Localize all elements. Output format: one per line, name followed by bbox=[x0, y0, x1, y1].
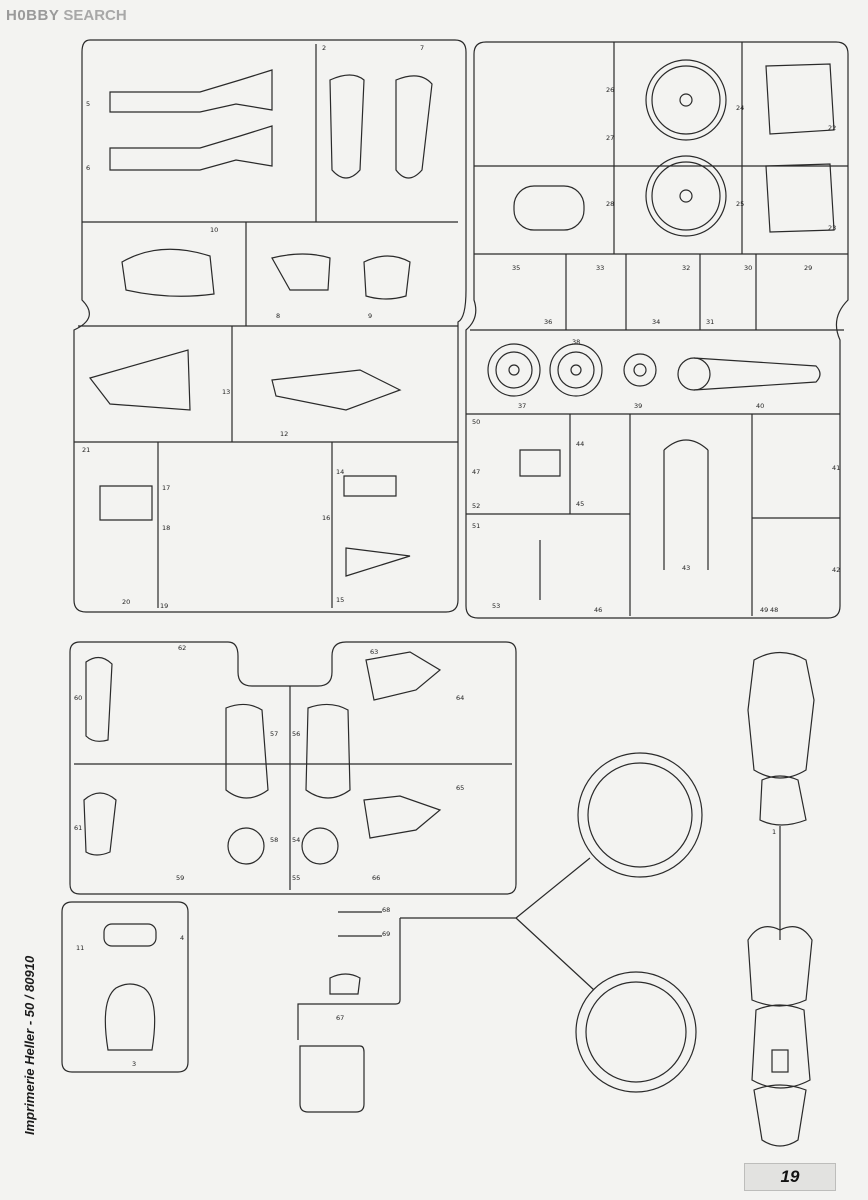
part-label-7: 7 bbox=[420, 44, 424, 52]
part-label-32: 32 bbox=[682, 264, 690, 272]
part-label-35: 35 bbox=[512, 264, 520, 272]
part-label-69: 69 bbox=[382, 930, 390, 938]
part-label-3: 3 bbox=[132, 1060, 136, 1068]
part-label-10: 10 bbox=[210, 226, 218, 234]
part-label-15: 15 bbox=[336, 596, 344, 604]
part-label-22: 22 bbox=[828, 124, 836, 132]
part-label-40: 40 bbox=[756, 402, 764, 410]
part-label-13: 13 bbox=[222, 388, 230, 396]
part-label-38: 38 bbox=[572, 338, 580, 346]
part-label-36: 36 bbox=[544, 318, 552, 326]
part-label-19: 19 bbox=[160, 602, 168, 610]
part-label-61: 61 bbox=[74, 824, 82, 832]
part-number-labels: 1 2 3 4 5 6 7 8 9 10 11 12 13 14 15 16 1… bbox=[74, 44, 840, 1068]
part-label-58: 58 bbox=[270, 836, 278, 844]
part-label-37: 37 bbox=[518, 402, 526, 410]
part-label-33: 33 bbox=[596, 264, 604, 272]
logo-text: SEARCH bbox=[63, 6, 127, 24]
part-label-45: 45 bbox=[576, 500, 584, 508]
part-label-27: 27 bbox=[606, 134, 614, 142]
part-label-56: 56 bbox=[292, 730, 300, 738]
part-label-49: 49 bbox=[760, 606, 768, 614]
part-label-44: 44 bbox=[576, 440, 584, 448]
part-label-14: 14 bbox=[336, 468, 344, 476]
part-label-62: 62 bbox=[178, 644, 186, 652]
part-label-68: 68 bbox=[382, 906, 390, 914]
part-label-5: 5 bbox=[86, 100, 90, 108]
part-label-64: 64 bbox=[456, 694, 464, 702]
part-label-18: 18 bbox=[162, 524, 170, 532]
part-label-42: 42 bbox=[832, 566, 840, 574]
part-label-1: 1 bbox=[772, 828, 776, 836]
part-label-43: 43 bbox=[682, 564, 690, 572]
part-label-39: 39 bbox=[634, 402, 642, 410]
part-label-55: 55 bbox=[292, 874, 300, 882]
part-label-20: 20 bbox=[122, 598, 130, 606]
part-label-46: 46 bbox=[594, 606, 602, 614]
sprue-frame-b bbox=[465, 41, 849, 619]
part-label-31: 31 bbox=[706, 318, 714, 326]
part-label-47: 47 bbox=[472, 468, 480, 476]
hobby-search-logo: H0BBY SEARCH bbox=[6, 4, 127, 26]
logo-mark: H0BBY bbox=[6, 6, 60, 24]
imprint-text: Imprimerie Heller - 50 / 80910 bbox=[22, 955, 37, 1135]
part-label-65: 65 bbox=[456, 784, 464, 792]
part-label-51: 51 bbox=[472, 522, 480, 530]
part-label-2: 2 bbox=[322, 44, 326, 52]
sprue-frame-c bbox=[69, 641, 517, 895]
part-label-50: 50 bbox=[472, 418, 480, 426]
part-label-67: 67 bbox=[336, 1014, 344, 1022]
part-label-34: 34 bbox=[652, 318, 660, 326]
part-label-21: 21 bbox=[82, 446, 90, 454]
part-label-25: 25 bbox=[736, 200, 744, 208]
page-number: 19 bbox=[744, 1163, 836, 1191]
part-label-63: 63 bbox=[370, 648, 378, 656]
part-label-4: 4 bbox=[180, 934, 184, 942]
part-label-41: 41 bbox=[832, 464, 840, 472]
part-label-53: 53 bbox=[492, 602, 500, 610]
sprue-frame-a bbox=[73, 39, 467, 613]
part-label-60: 60 bbox=[74, 694, 82, 702]
part-label-28: 28 bbox=[606, 200, 614, 208]
part-label-54: 54 bbox=[292, 836, 300, 844]
part-label-8: 8 bbox=[276, 312, 280, 320]
part-label-11: 11 bbox=[76, 944, 84, 952]
part-label-66: 66 bbox=[372, 874, 380, 882]
sprue-frame-d bbox=[61, 901, 189, 1073]
part-label-48: 48 bbox=[770, 606, 778, 614]
part-label-9: 9 bbox=[368, 312, 372, 320]
part-label-57: 57 bbox=[270, 730, 278, 738]
part-label-23: 23 bbox=[828, 224, 836, 232]
part-label-12: 12 bbox=[280, 430, 288, 438]
part-label-16: 16 bbox=[322, 514, 330, 522]
part-label-52: 52 bbox=[472, 502, 480, 510]
part-label-30: 30 bbox=[744, 264, 752, 272]
part-label-29: 29 bbox=[804, 264, 812, 272]
part-label-59: 59 bbox=[176, 874, 184, 882]
part-label-17: 17 bbox=[162, 484, 170, 492]
part-label-6: 6 bbox=[86, 164, 90, 172]
part-label-26: 26 bbox=[606, 86, 614, 94]
part-label-24: 24 bbox=[736, 104, 744, 112]
